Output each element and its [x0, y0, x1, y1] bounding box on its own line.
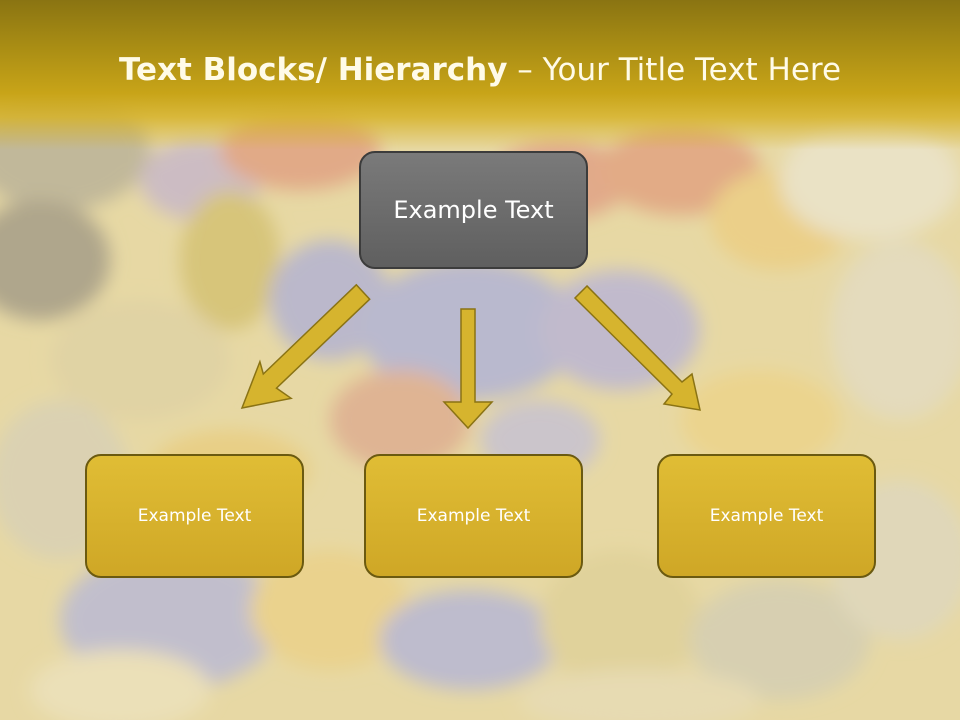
- arrow-to-left-child: [240, 283, 371, 409]
- arrow-to-right-child: [573, 284, 701, 411]
- child-box-right: Example Text: [657, 454, 876, 578]
- child-box-right-label: Example Text: [709, 506, 824, 526]
- child-box-middle-label: Example Text: [416, 506, 531, 526]
- arrow-to-middle-child: [442, 308, 494, 430]
- title-bar: Text Blocks/ Hierarchy – Your Title Text…: [0, 0, 960, 150]
- child-box-left-label: Example Text: [137, 506, 252, 526]
- child-box-middle: Example Text: [364, 454, 583, 578]
- title-light-part: Your Title Text Here: [542, 52, 842, 88]
- child-box-left: Example Text: [85, 454, 304, 578]
- slide-title: Text Blocks/ Hierarchy – Your Title Text…: [0, 52, 960, 88]
- root-box: Example Text: [359, 151, 588, 269]
- root-box-label: Example Text: [393, 196, 554, 224]
- title-separator: –: [507, 52, 543, 88]
- title-bold-part: Text Blocks/ Hierarchy: [118, 52, 508, 88]
